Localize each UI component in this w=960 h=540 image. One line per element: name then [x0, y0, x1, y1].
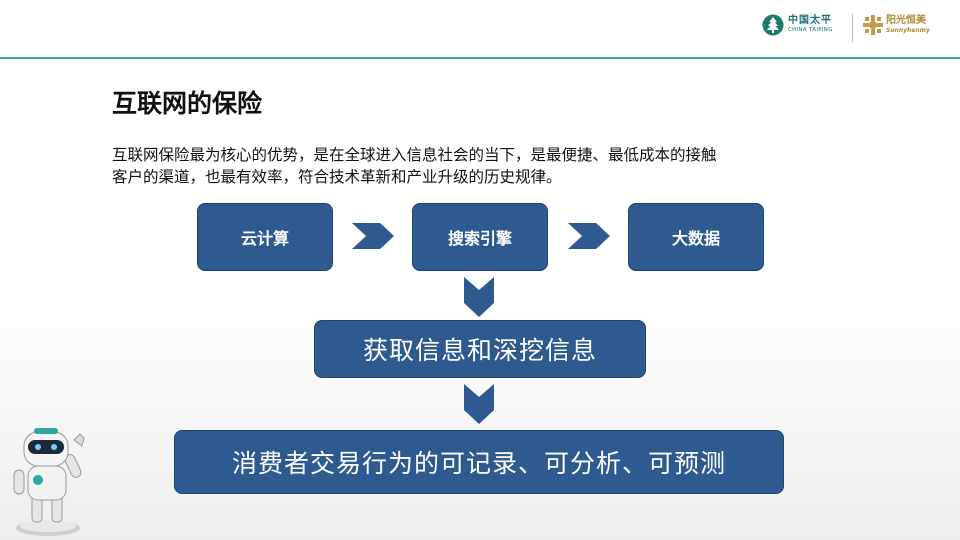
- logo-divider: [852, 14, 853, 42]
- chevron-right-icon: [568, 223, 610, 249]
- chevron-right-icon: [352, 223, 394, 249]
- chevron-down-icon: [464, 384, 494, 424]
- slide-paragraph: 互联网保险最为核心的优势，是在全球进入信息社会的当下，是最便捷、最低成本的接触 …: [112, 144, 872, 188]
- flow-box-big-data: 大数据: [628, 203, 764, 271]
- china-taiping-logo: 中国太平 CHINA TAIPING: [762, 14, 833, 36]
- sunny-logo: 阳光恒美 Sunnyhenmy: [862, 14, 930, 36]
- paragraph-line-1: 互联网保险最为核心的优势，是在全球进入信息社会的当下，是最便捷、最低成本的接触: [112, 146, 717, 164]
- logo-right-en: Sunnyhenmy: [886, 27, 930, 34]
- pine-tree-icon: [762, 14, 784, 36]
- logo-right-cn: 阳光恒美: [886, 15, 926, 26]
- paragraph-line-2: 客户的渠道，也最有效率，符合技术革新和产业升级的历史规律。: [112, 168, 562, 186]
- logo-left-cn: 中国太平: [788, 15, 832, 27]
- flow-box-acquire-info: 获取信息和深挖信息: [314, 320, 646, 378]
- sun-emblem-icon: [863, 15, 883, 35]
- logo-left-en: CHINA TAIPING: [788, 27, 833, 34]
- chevron-down-icon: [464, 277, 494, 317]
- robot-mascot-icon: [13, 428, 85, 536]
- flow-box-consumer-behavior: 消费者交易行为的可记录、可分析、可预测: [174, 430, 784, 494]
- slide-title: 互联网的保险: [112, 89, 263, 118]
- header-divider-line: [0, 57, 960, 59]
- flow-box-search-engine: 搜索引擎: [412, 203, 548, 271]
- flow-box-cloud-computing: 云计算: [197, 203, 333, 271]
